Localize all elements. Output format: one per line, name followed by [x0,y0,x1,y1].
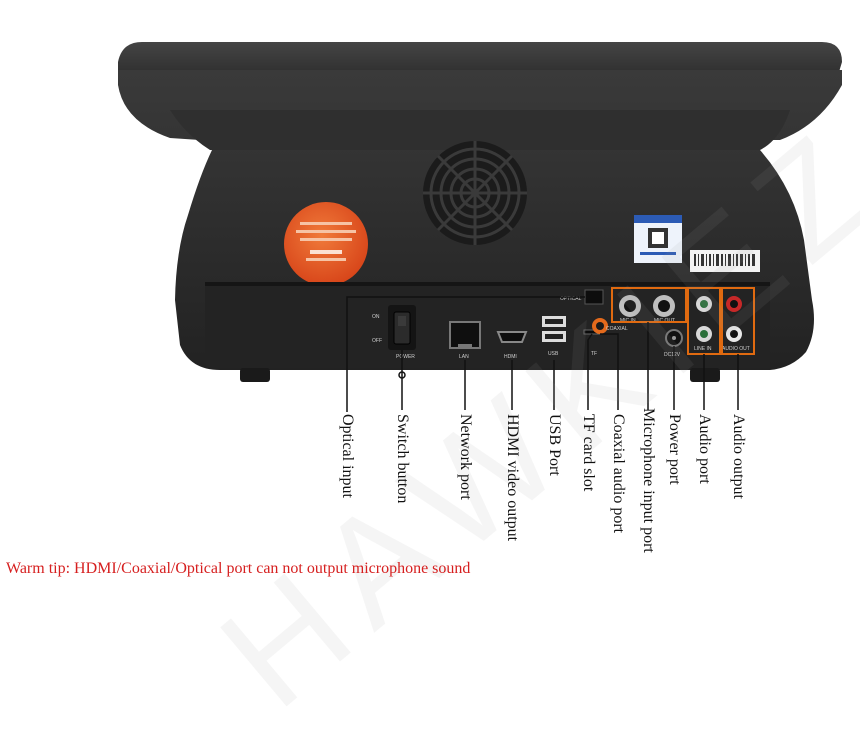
panel-label-optical: OPTICAL [560,296,582,302]
panel-label-on: ON [372,314,380,320]
hdmi-port-icon [496,331,528,343]
panel-label-usb: USB [548,351,559,357]
leader-optical [346,296,585,412]
leader-tf [587,333,593,410]
warranty-sticker-icon [284,202,368,286]
label-power-port: Power port [666,414,683,485]
product-photo: OPTICAL ON OFF POWER LAN HDMI USB TF COA… [6,42,842,577]
label-microphone-input-port: Microphone input port [640,408,657,553]
barcode-sticker-icon [690,250,760,272]
label-usb-port: USB Port [546,414,563,476]
panel-label-off: OFF [372,338,382,344]
foot-right [690,368,720,382]
device-upper-panel [170,110,790,150]
label-audio-output: Audio output [730,414,747,499]
device-illustration: OPTICAL ON OFF POWER LAN HDMI USB TF COA… [118,42,842,412]
label-hdmi-video-output: HDMI video output [504,414,521,542]
label-tf-card-slot: TF card slot [580,414,597,492]
panel-label-audio-out: AUDIO OUT [722,346,750,352]
panel-label-line-in: LINE IN [694,346,712,352]
lan-port-icon [449,321,481,349]
panel-label-dc: DC12V [664,352,681,358]
label-audio-port: Audio port [696,414,713,484]
label-optical-input: Optical input [339,414,356,498]
warm-tip-text: Warm tip: HDMI/Coaxial/Optical port can … [6,560,471,577]
panel-label-power: POWER [396,354,415,360]
foot-left [240,368,270,382]
speaker-grill-icon [423,141,527,245]
label-coaxial-audio-port: Coaxial audio port [610,414,627,534]
optical-port-icon [584,289,604,305]
label-network-port: Network port [457,414,474,500]
callout-box-mic [611,287,687,323]
panel-label-tf: TF [591,351,597,357]
panel-label-lan: LAN [459,354,469,360]
leader-coaxial [600,333,619,410]
label-switch-button: Switch button [394,414,411,504]
certification-label-icon [634,215,682,263]
panel-label-hdmi: HDMI [504,354,517,360]
panel-label-coaxial: COAXIAL [606,326,628,332]
